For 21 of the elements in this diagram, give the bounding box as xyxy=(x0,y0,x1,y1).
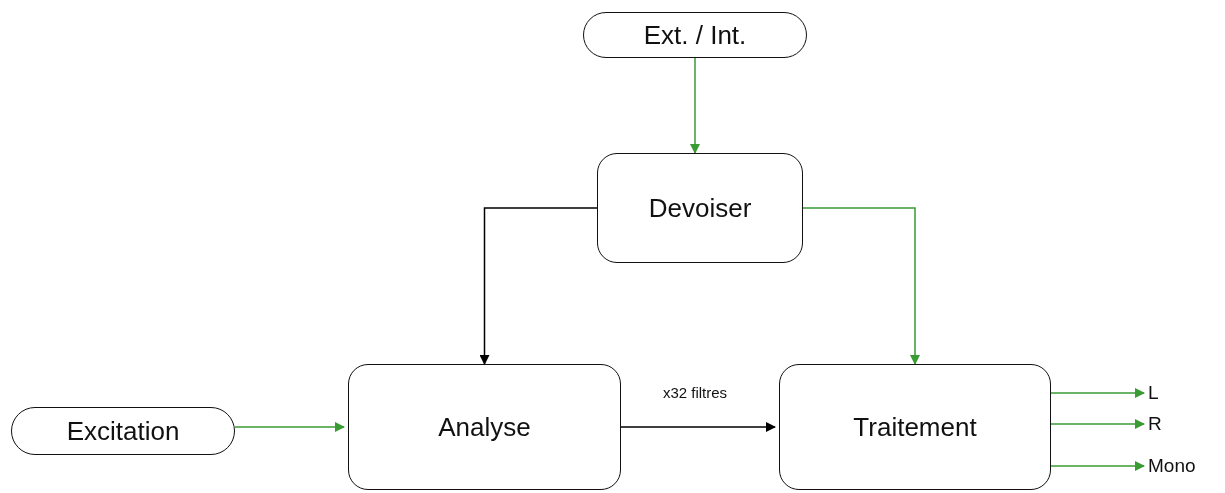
output-label: L xyxy=(1148,382,1159,404)
process-box xyxy=(597,153,803,263)
arrow xyxy=(1050,461,1145,471)
output-label: R xyxy=(1148,413,1162,435)
node-text: Excitation xyxy=(66,415,180,447)
node-text: Ext. / Int. xyxy=(643,19,747,51)
terminal-box xyxy=(583,12,807,58)
output-label: Mono xyxy=(1148,455,1196,477)
node-text: Analyse xyxy=(438,411,531,443)
process-box xyxy=(348,364,621,490)
arrow xyxy=(1050,388,1145,398)
arrow xyxy=(234,422,345,432)
terminal-box xyxy=(11,407,235,455)
arrow xyxy=(1050,419,1145,429)
node-text: Devoiser xyxy=(648,192,752,224)
node-text: Traitement xyxy=(853,411,977,443)
arrow xyxy=(479,207,598,365)
process-box xyxy=(779,364,1051,490)
arrow xyxy=(620,422,776,432)
arrow xyxy=(802,207,920,365)
arrow xyxy=(690,57,700,154)
